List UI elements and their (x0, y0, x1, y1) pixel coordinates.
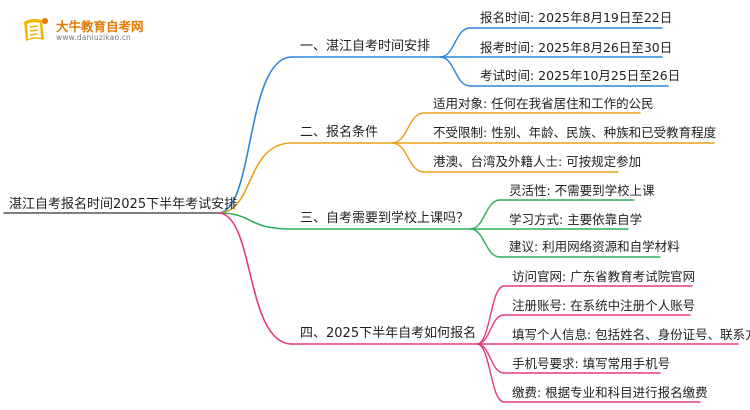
branch-1-item-2: 报考时间: 2025年8月26日至30日 (480, 40, 673, 55)
logo-url: www.daniuzikao.cn (56, 33, 131, 42)
branch-4-connector (217, 212, 293, 345)
branch-2-item-1: 适用对象: 任何在我省居住和工作的公民 (433, 96, 654, 111)
branch-2-label: 二、报名条件 (300, 125, 379, 140)
branch-3-item-2: 学习方式: 主要依靠自学 (509, 212, 643, 227)
branch-4-item-1: 访问官网: 广东省教育考试院官网 (512, 269, 696, 284)
branch-4-item-5: 缴费: 根据专业和科目进行报名缴费 (512, 385, 708, 400)
branch-3-item-1: 灵活性: 不需要到学校上课 (509, 183, 655, 198)
branch-3-label: 三、自考需要到学校上课吗？ (300, 211, 470, 226)
branch-1-connector (217, 56, 293, 214)
branch-2-connector (217, 142, 293, 214)
branch-3-item-1-connector (469, 199, 501, 230)
branch-2-item-2: 不受限制: 性别、年龄、民族、种族和已受教育程度 (433, 125, 717, 140)
branch-4-item-2-connector (476, 314, 505, 345)
branch-4-item-4-connector (476, 343, 505, 374)
branch-2-item-1-connector (391, 112, 425, 144)
logo-name: 大牛教育自考网 (56, 19, 144, 34)
branch-1-label: 一、湛江自考时间安排 (300, 39, 431, 54)
branch-4-label: 四、2025下半年自考如何报名 (300, 326, 477, 341)
branch-1-item-3-connector (439, 56, 471, 87)
branch-4-item-2: 注册账号: 在系统中注册个人账号 (512, 298, 696, 313)
branch-4-item-1-connector (476, 285, 505, 345)
branch-1-item-1: 报名时间: 2025年8月19日至22日 (480, 10, 673, 25)
branch-4-item-4: 手机号要求: 填写常用手机号 (512, 356, 671, 371)
branch-1-item-1-connector (439, 27, 471, 58)
branch-3-connector (217, 212, 293, 230)
root-topic: 湛江自考报名时间2025下半年考试安排 (9, 197, 238, 212)
branch-4-item-5-connector (476, 343, 505, 403)
site-logo: 大牛教育自考网 www.daniuzikao.cn (18, 14, 218, 48)
branch-2-item-3: 港澳、台湾及外籍人士: 可按规定参加 (433, 154, 642, 169)
branch-2-item-3-connector (391, 142, 425, 173)
branch-3-item-3: 建议: 利用网络资源和自学材料 (509, 239, 680, 254)
branch-3-item-3-connector (469, 228, 501, 258)
book-logo-icon (24, 18, 48, 41)
branch-1-item-3: 考试时间: 2025年10月25日至26日 (480, 68, 681, 83)
branch-4-item-3: 填写个人信息: 包括姓名、身份证号、联系方式 (512, 327, 750, 342)
